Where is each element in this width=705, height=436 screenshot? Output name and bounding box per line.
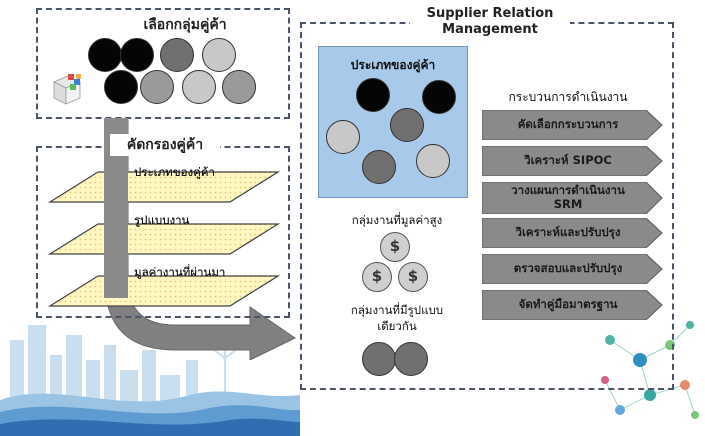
select-supplier-group-title: เลือกกลุ่มคู่ค้า: [143, 17, 227, 33]
process-step: ตรวจสอบและปรับปรุง: [482, 254, 664, 284]
process-step: คัดเลือกกระบวนการ: [482, 110, 664, 140]
supplier-circle: [390, 108, 424, 142]
process-steps: คัดเลือกกระบวนการ วิเคราะห์ SIPOC วางแผน…: [482, 110, 664, 320]
supplier-circle: [120, 38, 154, 72]
dollar-coin-icon: $: [380, 232, 410, 262]
supplier-type-title: ประเภทของคู่ค้า: [350, 58, 436, 72]
filter-layer-label-overlay: ประเภทของคู่ค้า: [134, 165, 215, 179]
process-step: จัดทำคู่มือมาตรฐาน: [482, 290, 664, 320]
process-step-label: วิเคราะห์และปรับปรุง: [515, 225, 621, 239]
city-skyline-decoration: [0, 325, 300, 436]
supplier-circle: [326, 120, 360, 154]
dollar-coin-icon: $: [398, 262, 428, 292]
supplier-circle: [394, 342, 428, 376]
select-supplier-group-box: [36, 8, 290, 119]
srm-title-line2: Management: [410, 22, 570, 37]
supplier-circle: [222, 70, 256, 104]
process-step-label: วิเคราะห์ SIPOC: [524, 153, 612, 167]
process-step: วิเคราะห์ SIPOC: [482, 146, 664, 176]
filter-layer-label: ประเภทของคู่ค้า: [134, 165, 215, 179]
filter-layer-label: รูปแบบงาน: [134, 213, 190, 227]
process-step: วางแผนการดำเนินงาน SRM: [482, 182, 664, 214]
supplier-circle: [160, 38, 194, 72]
process-title: กระบวนการดำเนินงาน: [508, 90, 628, 104]
filter-suppliers-title-overlay: คัดกรองคู่ค้า: [110, 134, 220, 156]
supplier-circle: [356, 78, 390, 112]
supplier-circle: [104, 70, 138, 104]
supplier-circle: [140, 70, 174, 104]
supplier-circle: [182, 70, 216, 104]
dollar-coin-icon: $: [362, 262, 392, 292]
process-step-label: ตรวจสอบและปรับปรุง: [513, 261, 623, 275]
supplier-circle: [202, 38, 236, 72]
supplier-circle: [362, 342, 396, 376]
process-step-label: คัดเลือกกระบวนการ: [517, 117, 619, 131]
srm-title-line1: Supplier Relation: [410, 6, 570, 21]
same-pattern-group-label: กลุ่มงานที่มีรูปแบบ: [350, 303, 444, 317]
filter-layer-label-overlay: รูปแบบงาน: [134, 213, 190, 227]
filter-layer-label-overlay: มูลค่างานที่ผ่านมา: [134, 265, 226, 279]
process-step-label: SRM: [553, 197, 583, 211]
filter-layer-label: มูลค่างานที่ผ่านมา: [134, 265, 226, 279]
supplier-circle: [416, 144, 450, 178]
same-pattern-group-label: เดียวกัน: [377, 319, 417, 333]
supplier-circle: [362, 150, 396, 184]
process-step-label: จัดทำคู่มือมาตรฐาน: [518, 297, 618, 311]
supplier-circle: [422, 80, 456, 114]
cube-icon: [53, 74, 81, 105]
supplier-circle: [88, 38, 122, 72]
process-step-label: วางแผนการดำเนินงาน: [511, 183, 625, 197]
process-step: วิเคราะห์และปรับปรุง: [482, 218, 664, 248]
high-value-group-label: กลุ่มงานที่มูลค่าสูง: [351, 213, 443, 227]
